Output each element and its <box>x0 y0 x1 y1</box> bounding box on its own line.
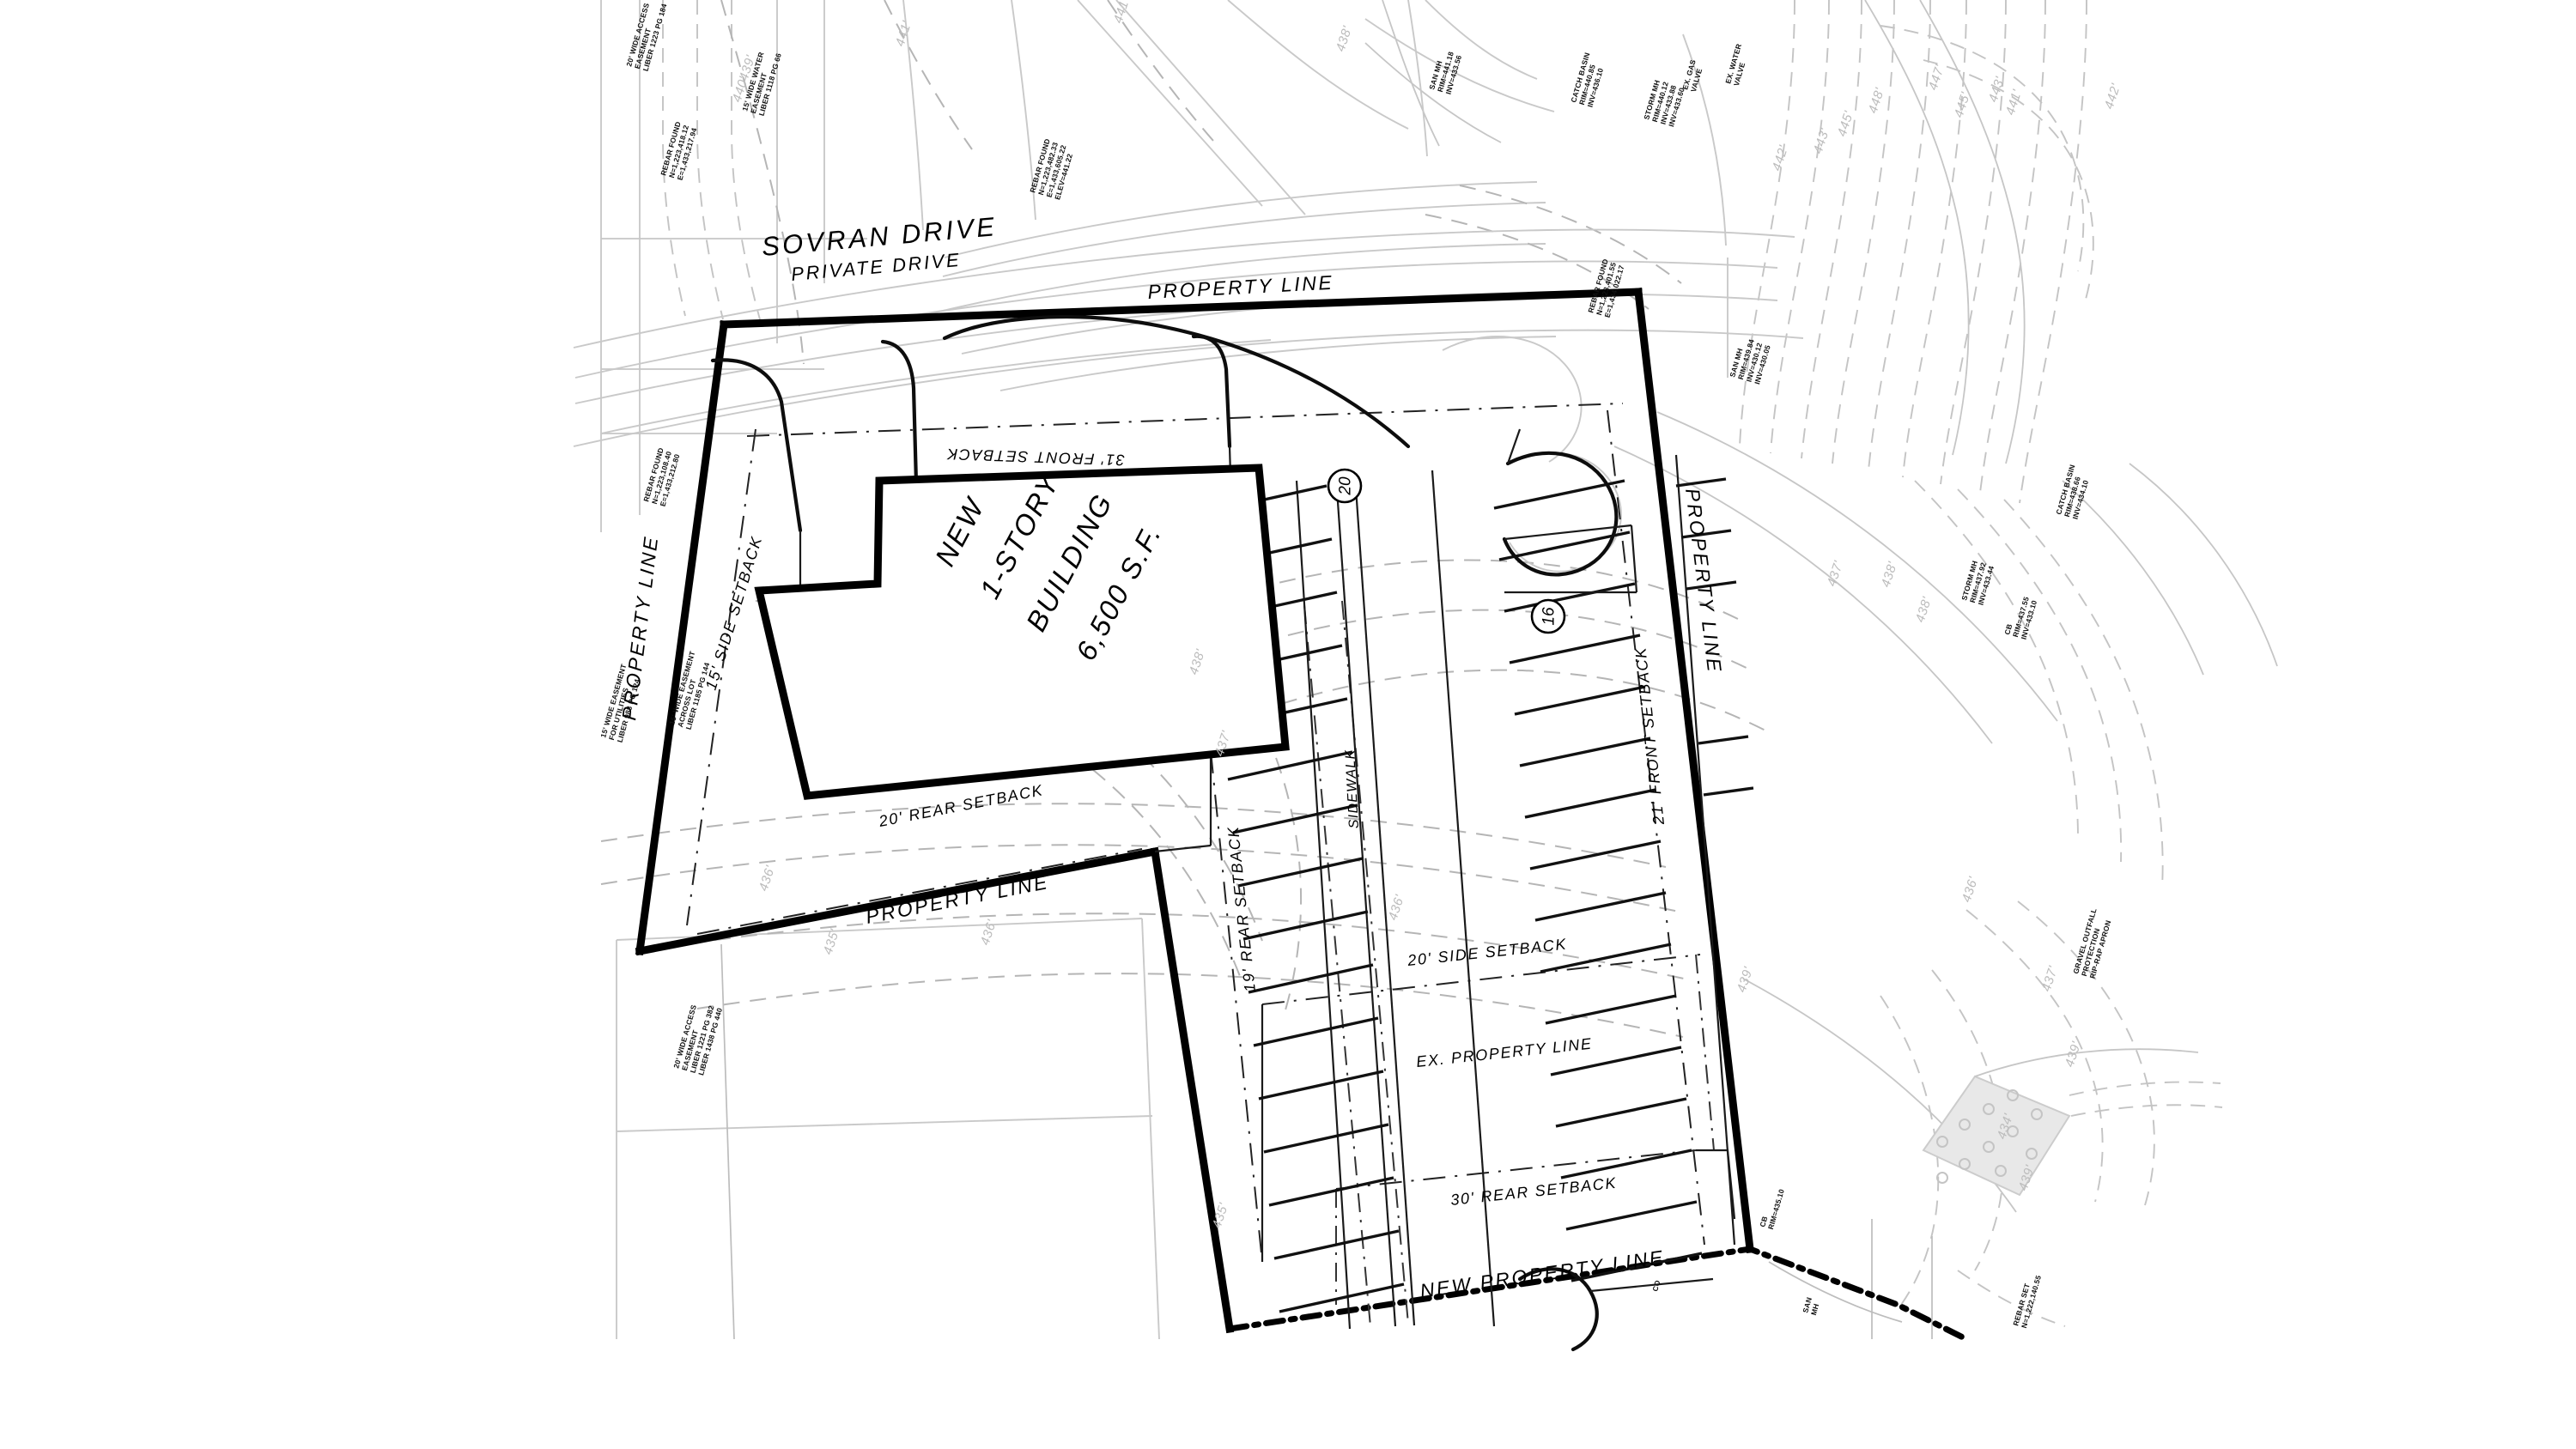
new-property-line-path <box>1226 1246 1970 1343</box>
parking-count-north-value: 20 <box>1337 476 1355 496</box>
parking-count-north: 20 <box>1327 468 1363 504</box>
survey-note-block: CO <box>1650 1279 1662 1293</box>
driveway-curb-returns <box>710 315 1411 533</box>
sidewalk-label: SIDEWALK <box>1343 749 1362 829</box>
survey-note-line: CB <box>1758 1216 1769 1228</box>
survey-note-line: MH <box>1809 1302 1820 1316</box>
new-building-footprint <box>754 464 1290 800</box>
survey-note-line: CB <box>2002 623 2014 636</box>
parking-count-south: 16 <box>1530 598 1566 634</box>
riprap-apron <box>1922 1075 2071 1197</box>
survey-note-line: CO <box>1650 1279 1662 1293</box>
curb-islands <box>1502 428 1638 594</box>
property-boundary <box>635 288 1754 1334</box>
parking-count-south-value: 16 <box>1540 607 1558 626</box>
setback-lines-layer <box>686 403 1705 1263</box>
survey-note-line: SAN <box>1801 1296 1814 1314</box>
south-curb-island <box>1517 1149 1736 1352</box>
